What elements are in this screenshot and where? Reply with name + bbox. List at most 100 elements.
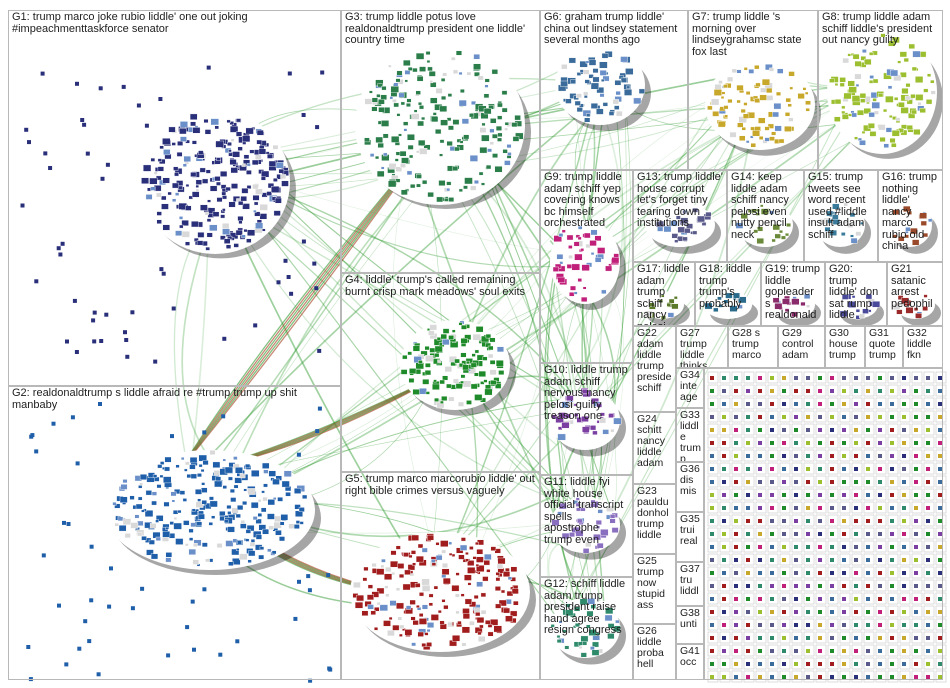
node — [746, 467, 750, 471]
node — [437, 359, 442, 363]
small-group-tile — [827, 501, 839, 514]
node — [378, 106, 386, 113]
node — [782, 298, 790, 305]
node — [500, 589, 506, 594]
node — [710, 428, 714, 432]
isolated-node — [75, 461, 80, 466]
node — [794, 584, 798, 588]
node — [890, 519, 894, 523]
node — [214, 176, 221, 182]
small-group-tile — [743, 566, 755, 579]
node — [148, 539, 155, 545]
small-group-tile — [743, 371, 755, 384]
node — [238, 200, 244, 206]
node — [755, 82, 761, 88]
group-label-g18: G18: liddle trump trump's probably — [699, 263, 752, 310]
node — [784, 125, 792, 132]
node — [788, 117, 794, 122]
node — [842, 675, 846, 679]
node — [594, 235, 602, 242]
small-group-tile — [719, 631, 731, 644]
node — [252, 183, 259, 190]
node — [376, 602, 381, 606]
edge — [218, 190, 567, 504]
node — [759, 94, 767, 101]
node — [490, 546, 497, 551]
node — [455, 50, 462, 56]
node — [263, 469, 269, 474]
isolated-node — [83, 619, 88, 624]
node — [185, 543, 189, 547]
small-group-tile — [731, 631, 743, 644]
node — [782, 636, 786, 640]
small-group-tile — [875, 449, 887, 462]
node — [511, 588, 519, 595]
group-box-g16: G16: trump nothing liddle' nancy marco r… — [878, 170, 943, 262]
node — [724, 114, 728, 118]
node — [938, 636, 942, 640]
node — [782, 415, 786, 419]
group-label-g7: G7: trump liddle 's morning over lindsey… — [692, 11, 802, 58]
node — [842, 636, 846, 640]
node — [229, 488, 235, 493]
node — [767, 123, 774, 129]
node — [473, 63, 481, 70]
node — [454, 146, 460, 152]
node — [427, 622, 435, 629]
small-group-tile — [911, 449, 923, 462]
node — [490, 118, 497, 124]
node — [411, 534, 419, 541]
node — [758, 454, 762, 458]
group-box-g35: G35 trui real — [676, 512, 704, 562]
node — [239, 473, 246, 479]
small-group-tile — [755, 371, 767, 384]
node — [271, 550, 277, 555]
node — [859, 313, 865, 319]
node — [216, 157, 221, 162]
node — [378, 99, 385, 105]
node — [431, 116, 439, 123]
node — [765, 63, 773, 71]
node — [746, 493, 750, 497]
small-group-tile — [755, 436, 767, 449]
node — [707, 105, 713, 111]
small-group-tile — [911, 566, 923, 579]
node — [818, 597, 822, 601]
node — [722, 428, 726, 432]
node — [770, 467, 774, 471]
node — [866, 493, 870, 497]
small-group-tile — [791, 462, 803, 475]
small-group-tile — [839, 436, 851, 449]
node — [854, 60, 862, 67]
node — [794, 532, 798, 536]
small-group-tile — [743, 618, 755, 631]
node — [830, 545, 834, 549]
small-group-tile — [815, 670, 827, 683]
node — [710, 636, 714, 640]
node — [253, 201, 259, 206]
node — [408, 378, 415, 383]
node — [583, 69, 590, 75]
node — [800, 301, 806, 307]
node — [302, 494, 308, 499]
group-box-g28: G28 s trump marco — [728, 326, 778, 368]
node — [235, 229, 243, 236]
node — [794, 389, 798, 393]
node — [476, 581, 484, 587]
small-group-tile — [911, 657, 923, 670]
node — [878, 415, 882, 419]
node — [806, 558, 810, 562]
group-label-g16: G16: trump nothing liddle' nancy marco r… — [882, 171, 938, 252]
small-group-tile — [851, 631, 863, 644]
node — [591, 649, 600, 656]
node — [426, 642, 433, 647]
small-group-tile — [911, 488, 923, 501]
node — [194, 489, 202, 495]
small-group-tile — [815, 488, 827, 501]
node — [938, 623, 942, 627]
node — [212, 461, 221, 468]
node — [461, 642, 467, 647]
node — [818, 623, 822, 627]
group-box-g36: G36 dis mis — [676, 462, 704, 512]
node — [914, 441, 918, 445]
